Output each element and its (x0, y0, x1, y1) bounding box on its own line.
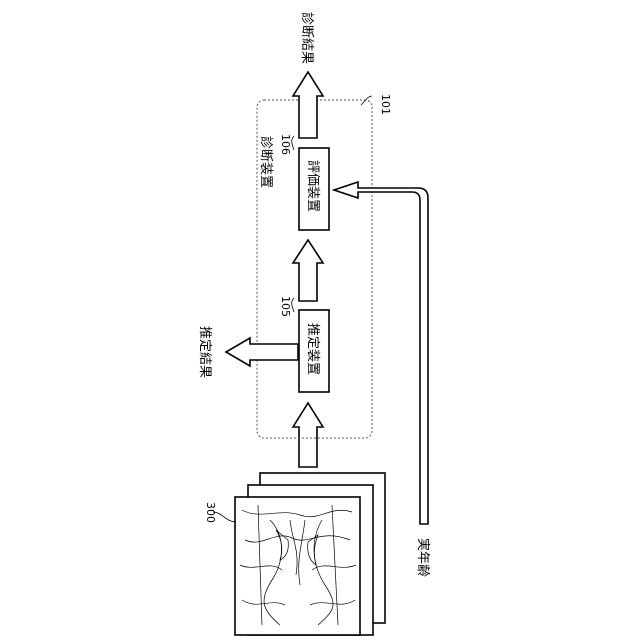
arrow-estimation-to-evaluation (293, 240, 323, 301)
diagnosis-result-label: 診断結果 (299, 12, 315, 64)
leader-line-101 (361, 96, 372, 105)
arrow-input-to-estimation (293, 403, 323, 467)
ref-101: 101 (379, 94, 392, 115)
ref-106: 106 (279, 134, 292, 155)
estimation-device-label: 推定装置 (305, 323, 320, 375)
arrow-estimation-result (226, 338, 298, 366)
xray-image-stack: 300 (204, 473, 385, 635)
arrow-diagnosis-result (293, 72, 323, 138)
ref-105: 105 (279, 296, 292, 317)
image-sheet-front (235, 497, 360, 635)
estimation-result-label: 推定結果 (197, 326, 212, 378)
evaluation-device-label: 評価装置 (305, 160, 320, 212)
actual-age-label: 実年齢 (415, 538, 431, 577)
ref-300: 300 (204, 502, 217, 523)
diagnosis-device-label: 診断装置 (258, 136, 274, 188)
